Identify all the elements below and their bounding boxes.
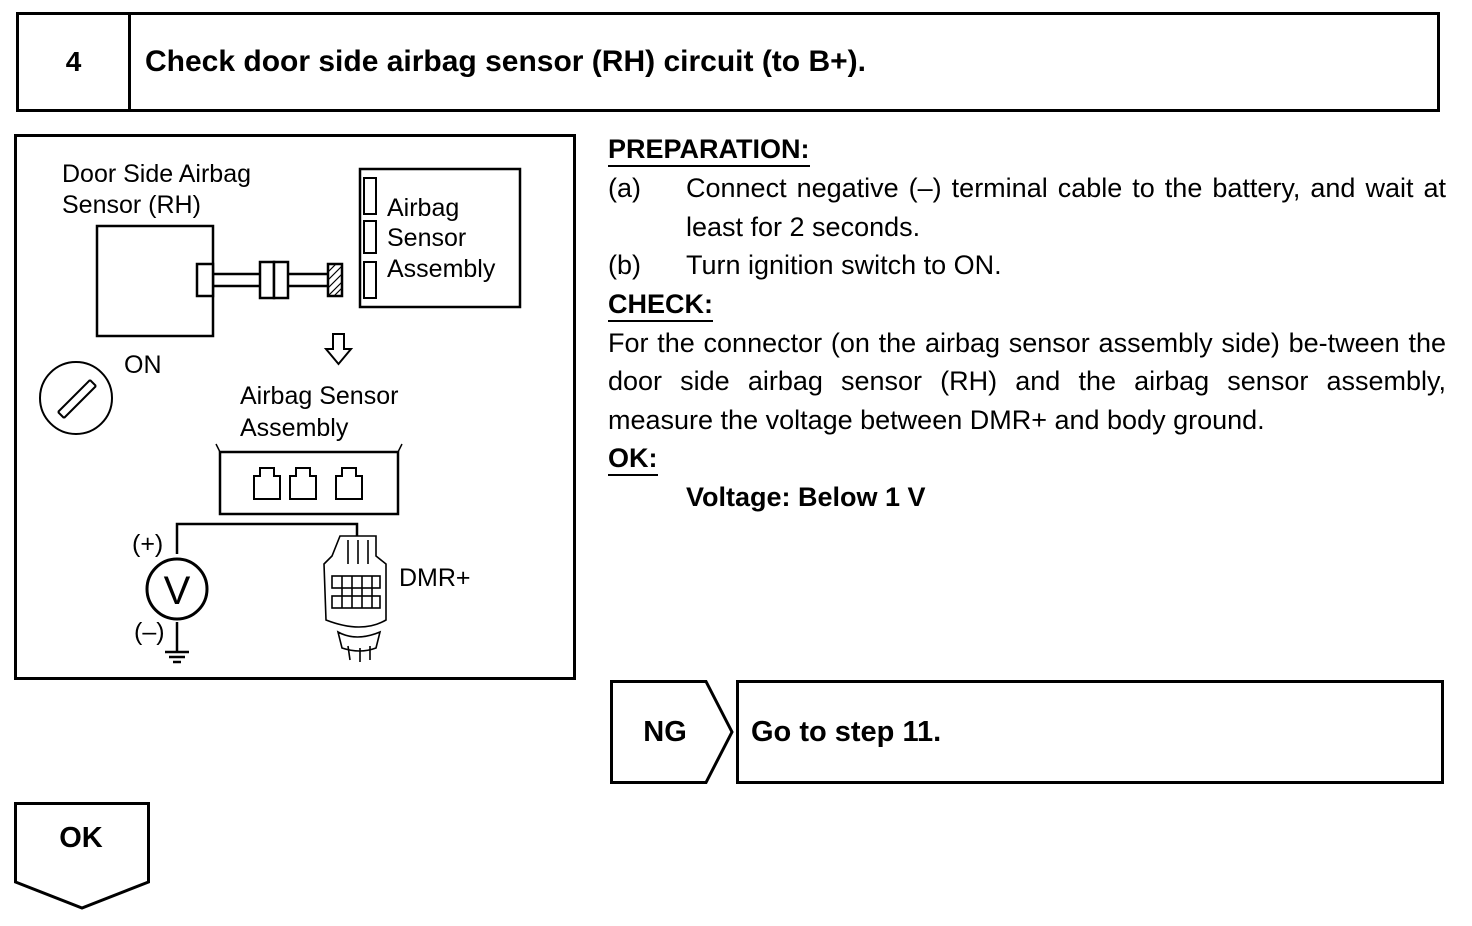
sensor-label-line1: Door Side Airbag xyxy=(62,160,251,188)
assembly-label-line2: Assembly xyxy=(240,414,349,442)
down-arrow-icon xyxy=(323,333,354,366)
step-number: 4 xyxy=(19,15,131,109)
ng-action-box: Go to step 11. xyxy=(736,680,1444,784)
prep-item-a: (a) Connect negative (–) terminal cable … xyxy=(608,169,1446,246)
assembly-label-line1: Airbag Sensor xyxy=(240,382,398,410)
ng-label: NG xyxy=(643,715,687,748)
ok-result-box: OK xyxy=(14,802,152,910)
step-header: 4 Check door side airbag sensor (RH) cir… xyxy=(16,12,1440,112)
prep-item-text: Connect negative (–) terminal cable to t… xyxy=(686,173,1446,242)
assembly-connector xyxy=(215,443,403,516)
instructions: PREPARATION: (a) Connect negative (–) te… xyxy=(608,130,1446,517)
ignition-on-label: ON xyxy=(124,351,162,379)
ok-spec: Voltage: Below 1 V xyxy=(686,482,926,512)
assembly-box-line2: Sensor xyxy=(387,224,466,252)
voltmeter-symbol: V xyxy=(164,569,191,613)
dmr-connector-icon xyxy=(323,535,387,662)
assembly-box xyxy=(358,167,522,309)
step-title: Check door side airbag sensor (RH) circu… xyxy=(145,45,866,78)
wiring-diagram: Door Side Airbag Sensor (RH) Airbag Sens xyxy=(14,134,576,680)
plus-label: (+) xyxy=(132,530,163,558)
prep-item-tag: (a) xyxy=(608,173,641,203)
prep-item-tag: (b) xyxy=(608,250,641,280)
assembly-box-line1: Airbag xyxy=(387,194,459,222)
ok-heading: OK: xyxy=(608,442,658,476)
ok-label: OK xyxy=(59,822,103,854)
voltmeter-icon xyxy=(145,557,209,621)
preparation-heading: PREPARATION: xyxy=(608,133,810,167)
minus-label: (–) xyxy=(134,618,165,646)
prep-item-text: Turn ignition switch to ON. xyxy=(686,250,1002,280)
connector-harness xyxy=(195,260,344,300)
door-sensor-box xyxy=(95,224,215,338)
prep-item-b: (b) Turn ignition switch to ON. xyxy=(608,246,1446,285)
check-text: For the connector (on the airbag sensor … xyxy=(608,327,1446,435)
check-heading: CHECK: xyxy=(608,288,713,322)
sensor-label-line2: Sensor (RH) xyxy=(62,191,201,219)
ignition-switch-icon xyxy=(39,361,113,435)
assembly-box-line3: Assembly xyxy=(387,255,496,283)
terminal-label: DMR+ xyxy=(399,564,471,592)
ng-action-text: Go to step 11. xyxy=(751,715,942,748)
ng-result-box: NG xyxy=(610,680,736,784)
